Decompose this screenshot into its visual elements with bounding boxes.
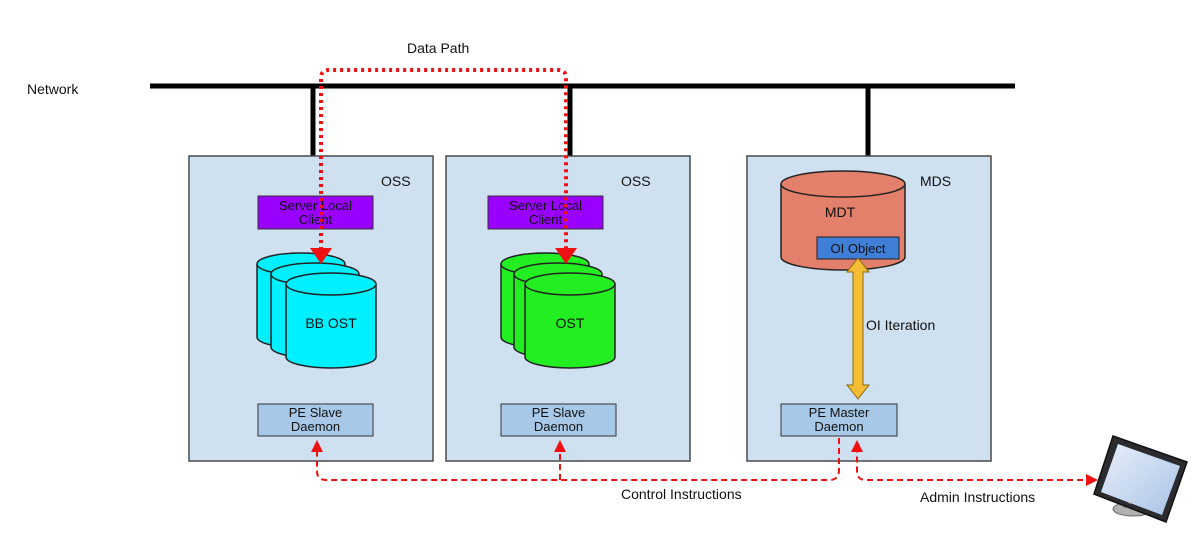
ost-label: OST — [556, 315, 585, 331]
server-local-client-box-2 — [487, 195, 604, 230]
data-path-label: Data Path — [407, 40, 469, 56]
bb-ost-label: BB OST — [305, 315, 357, 331]
ost-stack — [500, 252, 616, 369]
mds-title: MDS — [920, 173, 951, 189]
pe-master-daemon-label-b: Daemon — [814, 419, 863, 434]
data-path-arrowhead-1 — [310, 248, 332, 264]
oi-iteration-arrow — [845, 257, 871, 400]
pe-slave-daemon-label-1a: PE Slave — [289, 405, 342, 420]
pe-slave-daemon-label-2a: PE Slave — [532, 405, 585, 420]
monitor-icon — [1093, 435, 1188, 523]
server-local-client-label-1a: Server Local — [279, 198, 352, 213]
control-instructions-line — [311, 438, 840, 481]
admin-instructions-arrowhead-right — [1086, 474, 1098, 486]
server-local-client-label-2a: Server Local — [509, 198, 582, 213]
mdt-label: MDT — [825, 204, 856, 220]
oss-title-2: OSS — [621, 173, 651, 189]
admin-instructions-label: Admin Instructions — [920, 489, 1035, 505]
pe-slave-daemon-box-1 — [257, 403, 374, 437]
server-local-client-label-2b: Client — [529, 212, 563, 227]
server-local-client-box-1 — [257, 195, 374, 230]
oi-iteration-label: OI Iteration — [866, 317, 935, 333]
pe-master-daemon-label-a: PE Master — [809, 405, 870, 420]
control-instructions-label: Control Instructions — [621, 486, 742, 502]
pe-slave-daemon-label-2b: Daemon — [534, 419, 583, 434]
bb-ost-stack — [256, 252, 377, 369]
oi-object-label: OI Object — [831, 241, 886, 256]
pe-master-daemon-box — [780, 403, 898, 437]
pe-slave-daemon-box-2 — [500, 403, 617, 437]
server-local-client-label-1b: Client — [299, 212, 333, 227]
oss-title-1: OSS — [381, 173, 411, 189]
network-label: Network — [27, 81, 79, 97]
data-path-arrowhead-2 — [555, 248, 577, 264]
admin-instructions-line — [851, 440, 1093, 481]
pe-slave-daemon-label-1b: Daemon — [291, 419, 340, 434]
